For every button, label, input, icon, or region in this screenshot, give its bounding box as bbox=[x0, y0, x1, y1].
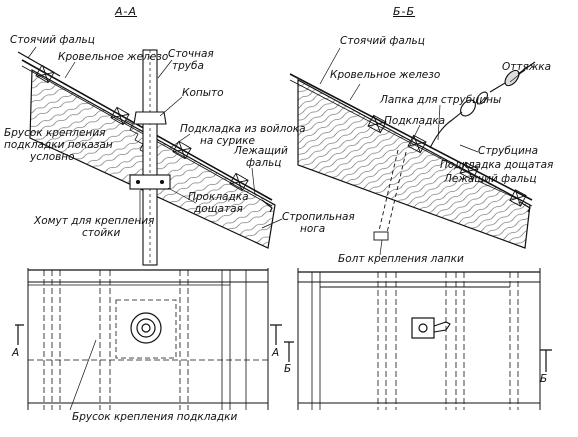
label-lying-seam-left-2: фальц bbox=[246, 157, 282, 169]
label-clamp-lug: Лапка для струбцины bbox=[380, 94, 502, 106]
label-lying-seam-left-1: Лежащий bbox=[234, 145, 288, 157]
section-a-a bbox=[17, 46, 283, 266]
label-felt-pad-1: Подкладка из войлока bbox=[180, 123, 306, 135]
label-felt-pad-2: на сурике bbox=[200, 135, 255, 147]
label-batten-plan: Брусок крепления подкладки bbox=[72, 411, 238, 423]
clamp-plate bbox=[411, 317, 435, 339]
label-roof-iron-left: Кровельное железо bbox=[58, 51, 169, 63]
plan-left bbox=[15, 268, 282, 411]
lying-seam-right bbox=[519, 201, 531, 213]
downpipe bbox=[129, 49, 171, 266]
batten-square-left bbox=[115, 299, 177, 359]
leaders-right bbox=[319, 47, 521, 256]
clamp-tie bbox=[429, 61, 536, 149]
label-standing-seam-left: Стоячий фальц bbox=[10, 34, 95, 46]
label-clamp-1: Хомут для крепления bbox=[34, 215, 155, 227]
section-title-b: Б-Б bbox=[393, 5, 416, 18]
label-downpipe-2: труба bbox=[172, 60, 204, 72]
roof-iron-right bbox=[289, 73, 533, 201]
label-board-spacer-1: Прокладка bbox=[188, 191, 249, 203]
label-standing-seam-right: Стоячий фальц bbox=[340, 35, 425, 47]
label-board-spacer-2: дощатая bbox=[194, 203, 243, 215]
section-mark-b-left bbox=[284, 341, 294, 362]
label-downpipe-1: Сточная bbox=[168, 48, 214, 60]
label-section-a-right: А bbox=[272, 347, 280, 359]
felt-pad-left bbox=[124, 119, 149, 155]
rafter-right bbox=[297, 78, 531, 249]
section-mark-a-right bbox=[270, 324, 282, 345]
label-tie: Оттяжка bbox=[502, 61, 552, 73]
battens-left bbox=[35, 64, 249, 192]
label-hoof: Копыто bbox=[182, 87, 224, 99]
label-board-pad: Подкладка дощатая bbox=[440, 159, 554, 171]
section-title-a: А-А bbox=[115, 5, 138, 18]
label-section-b-right: Б bbox=[540, 373, 548, 385]
label-roof-iron-right: Кровельное железо bbox=[330, 69, 441, 81]
label-section-b-left: Б bbox=[284, 363, 292, 375]
label-bolt: Болт крепления лапки bbox=[338, 253, 464, 265]
label-clamp-screw: Струбцина bbox=[478, 145, 539, 157]
bolt bbox=[373, 149, 407, 241]
lying-seam-left bbox=[261, 199, 273, 213]
label-batten-3: условно bbox=[30, 151, 75, 163]
label-clamp-2: стойки bbox=[82, 227, 121, 239]
section-b-b bbox=[289, 47, 536, 256]
plan-right bbox=[284, 268, 552, 410]
pipe-outer-circle bbox=[130, 312, 162, 344]
label-rafter-1: Стропильная bbox=[282, 211, 355, 223]
leaders-left bbox=[27, 46, 283, 229]
label-lying-seam-right: Лежащий фальц bbox=[444, 173, 537, 185]
label-batten-1: Брусок крепления bbox=[4, 127, 106, 139]
section-mark-b-right bbox=[540, 349, 552, 372]
label-rafter-2: нога bbox=[300, 223, 326, 235]
label-pad-right: Подкладка bbox=[384, 115, 446, 127]
label-section-a-left: А bbox=[12, 347, 20, 359]
section-mark-a-left bbox=[15, 324, 24, 345]
label-batten-2: подкладки показан bbox=[4, 139, 113, 151]
battens-right bbox=[367, 114, 527, 207]
